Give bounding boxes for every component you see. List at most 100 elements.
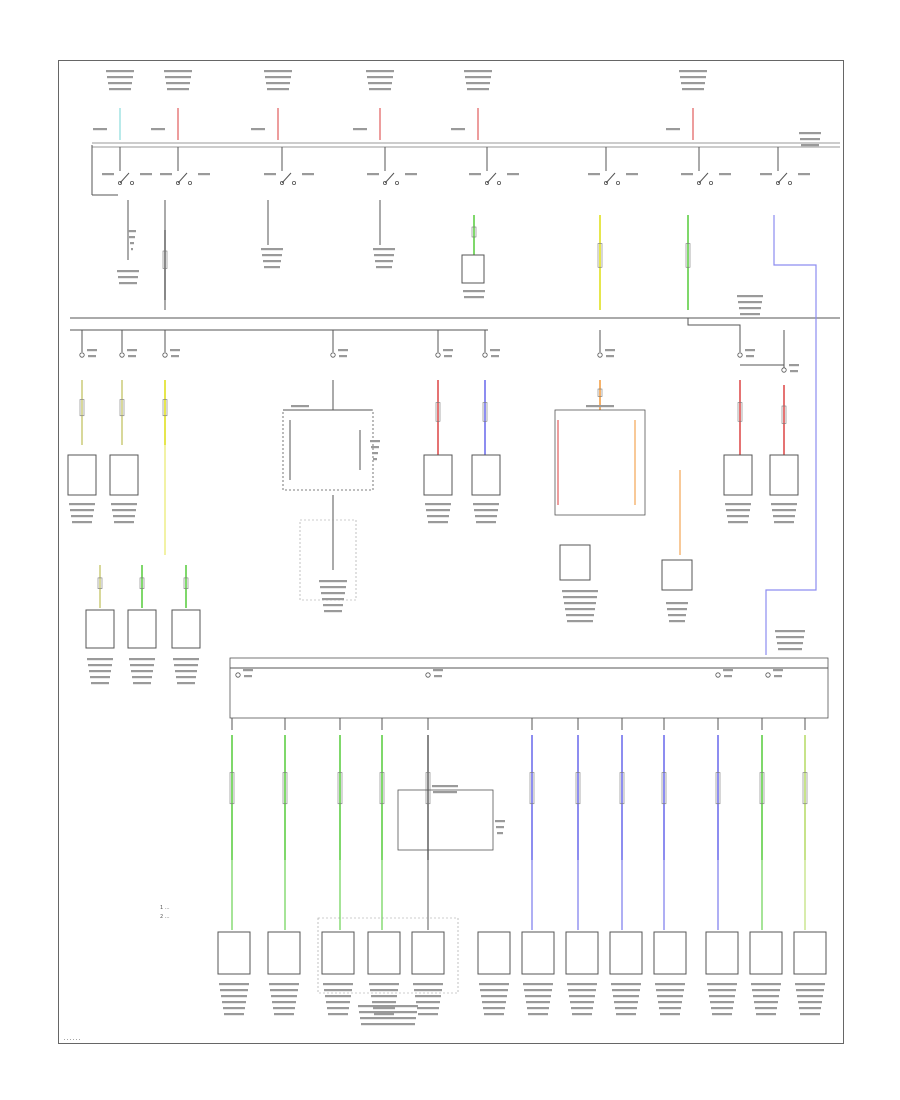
fuse-label [723,669,733,672]
ignition-switch [605,172,616,184]
relay-label [371,446,379,449]
module [769,454,799,496]
fuse-label [606,355,614,358]
component-label [117,270,139,273]
component-label [751,983,781,986]
relay-label [496,826,504,829]
wire-connector [661,772,667,805]
component-label [177,682,195,685]
component-label [667,608,687,611]
switch-contact [394,180,399,185]
fuse [425,672,431,678]
fuse-label [789,364,799,367]
wire-connector [183,577,189,589]
power-source-label [106,70,134,73]
component-label [482,1001,506,1004]
fuse-label [773,669,783,672]
components [67,254,829,994]
module [749,931,783,975]
power-source-label [265,76,291,79]
fuse-label [774,675,782,678]
fuse [119,352,125,358]
power-source-label [108,82,132,85]
switch-position-label [302,173,314,176]
component-label [572,1013,592,1016]
wire-connector [97,577,103,589]
component-label [324,610,342,613]
module [217,931,251,975]
power-source-label [679,70,707,73]
ignition-switch [486,172,497,184]
junction-label [739,307,761,310]
junction-label [740,313,760,316]
module [723,454,753,496]
fuse-label [433,669,443,672]
fuse-label [605,349,615,352]
power-source-label [164,70,192,73]
wire-connector [139,577,145,589]
fuse-label [170,349,180,352]
ignition-switch [177,172,188,184]
component-label [753,995,779,998]
component-label [567,983,597,986]
component-label [666,602,688,605]
component-label [113,515,135,518]
component-label [70,509,94,512]
fuse [597,352,603,358]
power-source-label [165,76,191,79]
relay-label [433,791,457,794]
component-label [476,521,496,524]
component-label [567,620,593,623]
switch-contact [788,180,793,185]
component-label [223,1007,245,1010]
component-label [323,604,343,607]
module-label [586,405,614,408]
component-label [774,521,794,524]
wire-code [251,128,265,131]
component-label [132,676,152,679]
component-label [483,1007,505,1010]
component-label [796,989,824,992]
component-label [370,989,398,992]
power-source-label [680,76,706,79]
fuse [765,672,771,678]
fuse-label [128,355,136,358]
switch-position-label [798,173,810,176]
component-label [328,1013,348,1016]
component-label [616,1013,636,1016]
component-label [129,658,155,661]
module [705,931,739,975]
switch-position-label [140,173,152,176]
component-label [611,983,641,986]
module [67,454,97,496]
power-source-label [369,88,391,91]
panel-label [775,630,805,633]
fuse [715,672,721,678]
power-source-label [366,70,394,73]
module [653,931,687,975]
ignition-switch-label [799,132,821,135]
fuse [330,352,336,358]
module [521,931,555,975]
relay-label [370,440,380,443]
switch-position-label [626,173,638,176]
power-source-label [166,82,190,85]
switch-position-label [198,173,210,176]
component-label [118,276,138,279]
power-relay [661,559,693,591]
wire-connector [575,772,581,805]
wire-connector [425,772,431,805]
fuse-label [243,669,253,672]
component-label [612,989,640,992]
component-label [569,995,595,998]
component-label [727,515,749,518]
component-label [708,989,736,992]
component-label [660,1013,680,1016]
blue-feed [765,215,817,655]
component-label [72,521,92,524]
wire-code [353,128,367,131]
switch-position-label [507,173,519,176]
wire-connector [162,250,168,269]
power-source-label [467,88,489,91]
component-label [413,983,443,986]
